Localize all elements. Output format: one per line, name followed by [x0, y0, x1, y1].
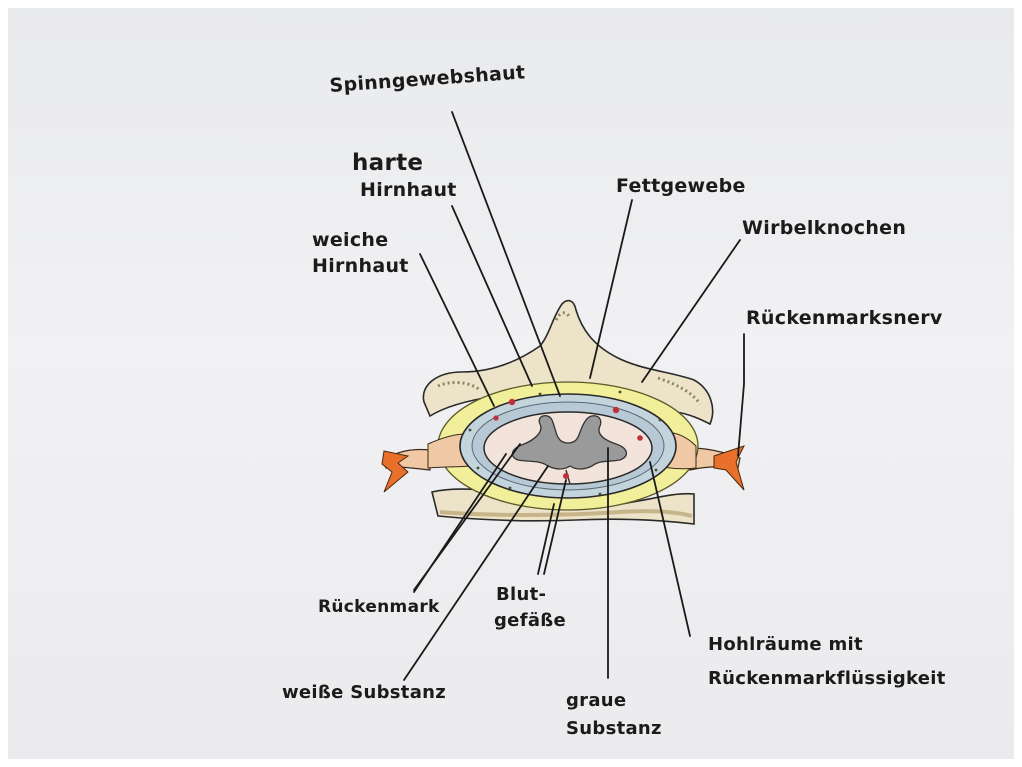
label-weiche-hirnhaut-line1: weiche [312, 229, 388, 251]
blood-vessel [563, 473, 569, 479]
label-weiche-hirnhaut-line2: Hirnhaut [312, 255, 409, 277]
label-blutgefaesse-line1: Blut- [496, 584, 546, 605]
label-rueckenmarksnerv: Rückenmarksnerv [746, 307, 943, 329]
leader-fettgewebe [590, 200, 632, 378]
label-wirbelknochen: Wirbelknochen [742, 217, 906, 239]
label-weisse-substanz: weiße Substanz [282, 682, 446, 703]
label-harte-hirnhaut-line1: harte [352, 150, 423, 176]
nerve-root-left [382, 451, 408, 492]
label-harte-hirnhaut-line2: Hirnhaut [360, 179, 457, 201]
leader-wirbelknochen [642, 240, 740, 382]
blood-vessel [637, 435, 643, 441]
blood-vessel [493, 415, 498, 420]
label-blutgefaesse-line2: gefäße [494, 610, 566, 631]
blood-vessel [613, 407, 619, 413]
label-rueckenmark: Rückenmark [318, 597, 440, 617]
label-spinngewebshaut: Spinngewebshaut [329, 61, 526, 97]
label-graue-substanz-line1: graue [566, 690, 626, 711]
label-fettgewebe: Fettgewebe [616, 175, 746, 197]
leader-rueckenmarksnerv [738, 334, 744, 456]
blood-vessel [509, 399, 515, 405]
label-hohlraeume-line2: Rückenmarkflüssigkeit [708, 668, 946, 689]
label-hohlraeume-line1: Hohlräume mit [708, 634, 863, 655]
leader-hohlraeume [650, 462, 690, 636]
label-graue-substanz-line2: Substanz [566, 718, 662, 739]
leader-harte-hirnhaut [452, 206, 532, 386]
